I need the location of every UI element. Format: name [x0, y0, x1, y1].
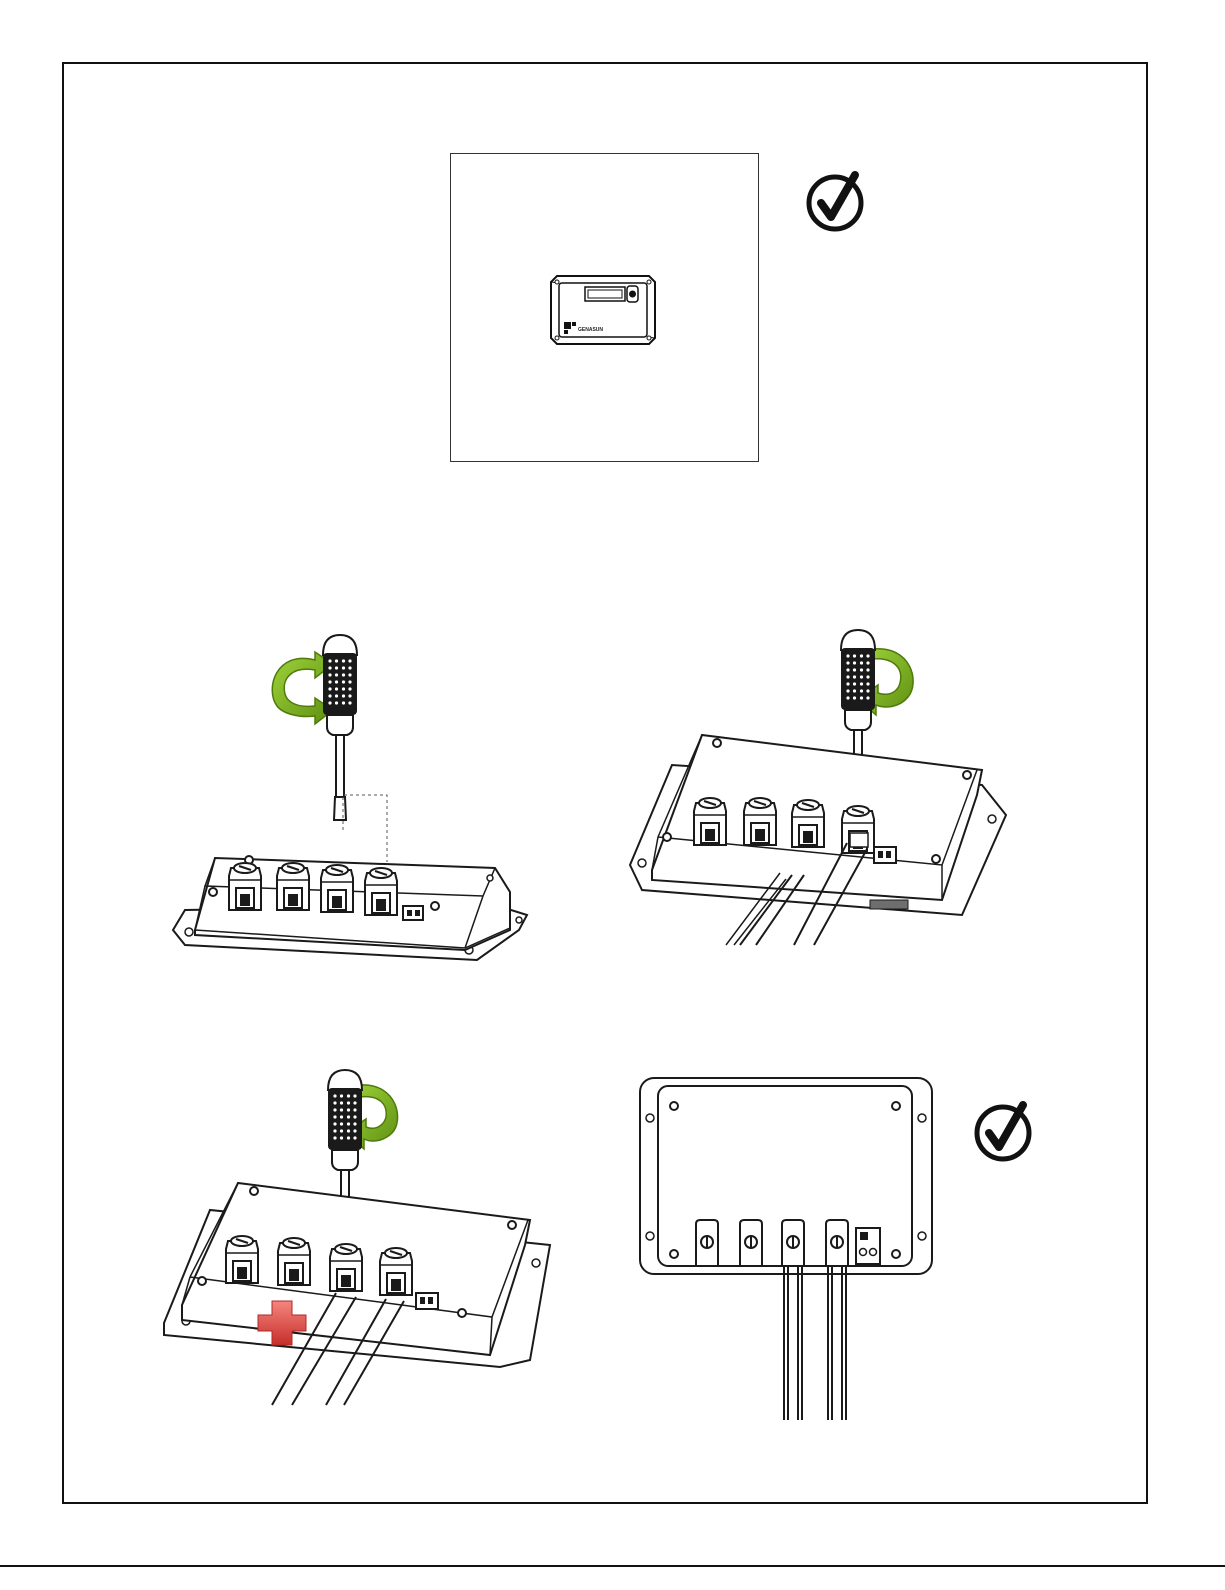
step-tighten-negative-panel	[622, 625, 1012, 955]
screwdriver-icon	[323, 635, 357, 820]
bottom-strip	[0, 1565, 1225, 1585]
overview-panel: GENASUN	[450, 153, 759, 462]
check-circle-icon	[968, 1098, 1038, 1168]
device-front-view: GENASUN	[451, 154, 760, 463]
step-complete-panel	[638, 1076, 938, 1426]
fuse-holder	[870, 900, 908, 909]
step-tighten-positive-panel	[160, 1065, 560, 1410]
device-brand-label: GENASUN	[578, 327, 603, 333]
check-circle-icon	[800, 168, 870, 238]
step-loosen-panel	[165, 630, 535, 970]
